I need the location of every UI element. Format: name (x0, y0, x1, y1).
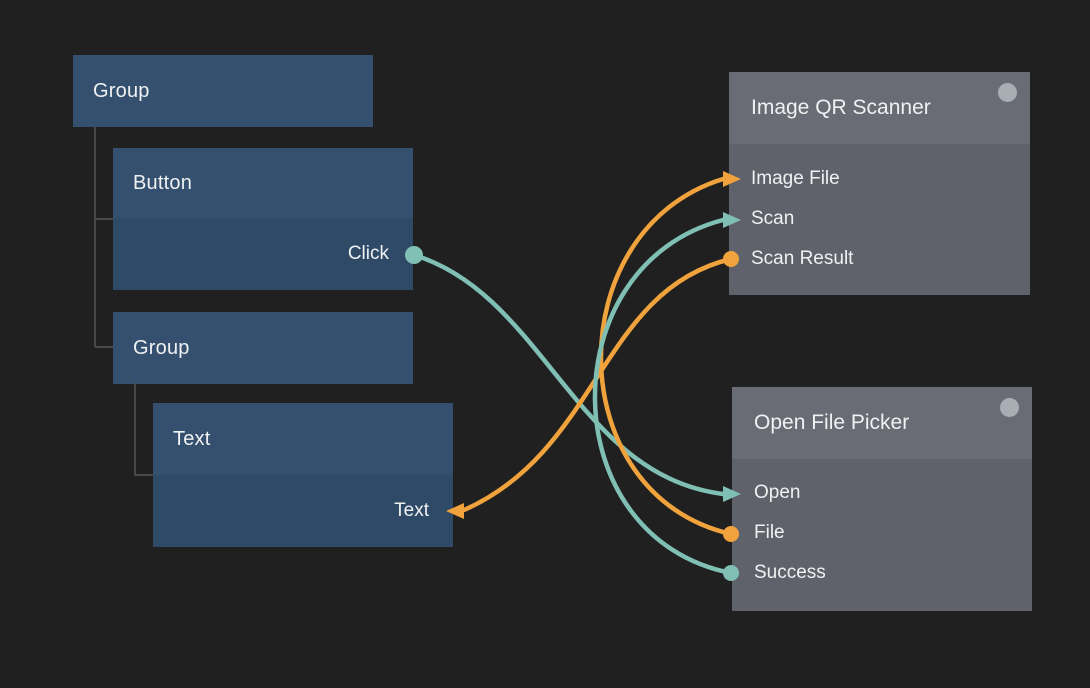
port-row-open[interactable]: Open (732, 473, 1032, 513)
tree-node-label: Group (133, 336, 190, 359)
tree-node-button[interactable]: Button Click (113, 148, 413, 290)
port-label-text-input: Text (394, 500, 429, 521)
port-label-scan-result: Scan Result (751, 248, 854, 269)
port-label-success: Success (754, 562, 826, 583)
tree-node-header: Text (153, 403, 453, 475)
wire-scanresult-to-text[interactable] (461, 256, 734, 513)
tree-node-text[interactable]: Text Text (153, 403, 453, 547)
tree-node-group-sub[interactable]: Group (113, 312, 413, 384)
wire-click-to-open[interactable] (411, 252, 726, 497)
port-row-text-input[interactable]: Text (153, 475, 453, 547)
tree-node-label: Group (93, 79, 150, 102)
status-circle-icon (1000, 398, 1019, 417)
tree-node-group-root[interactable]: Group (73, 55, 373, 127)
tree-node-label: Text (173, 427, 211, 450)
wire-success-to-scan[interactable] (592, 217, 734, 576)
node-title: Open File Picker (754, 411, 910, 434)
tree-node-header: Button (113, 148, 413, 218)
tree-node-label: Button (133, 171, 193, 194)
wire-file-to-imagefile[interactable] (598, 176, 734, 537)
port-label-scan: Scan (751, 208, 795, 229)
port-label-open: Open (754, 482, 801, 503)
node-header: Open File Picker (732, 387, 1032, 459)
node-title: Image QR Scanner (751, 96, 931, 119)
port-row-click[interactable]: Click (113, 218, 413, 290)
status-circle-icon (998, 83, 1017, 102)
port-label-image-file: Image File (751, 168, 840, 189)
port-row-scan[interactable]: Scan (729, 199, 1030, 239)
node-header: Image QR Scanner (729, 72, 1030, 144)
port-label-file: File (754, 522, 785, 543)
tree-node-header: Group (113, 312, 413, 384)
port-row-file[interactable]: File (732, 513, 1032, 553)
port-row-image-file[interactable]: Image File (729, 159, 1030, 199)
port-row-scan-result[interactable]: Scan Result (729, 239, 1030, 279)
node-port-list: Image File Scan Scan Result (729, 159, 1030, 279)
tree-connector-root (94, 127, 113, 348)
port-row-success[interactable]: Success (732, 553, 1032, 593)
node-image-qr-scanner[interactable]: Image QR Scanner Image File Scan Scan Re… (729, 72, 1030, 295)
node-port-list: Open File Success (732, 473, 1032, 593)
node-open-file-picker[interactable]: Open File Picker Open File Success (732, 387, 1032, 611)
tree-connector-subgroup (134, 383, 153, 476)
tree-node-header: Group (73, 55, 373, 127)
port-label-click: Click (347, 243, 389, 264)
